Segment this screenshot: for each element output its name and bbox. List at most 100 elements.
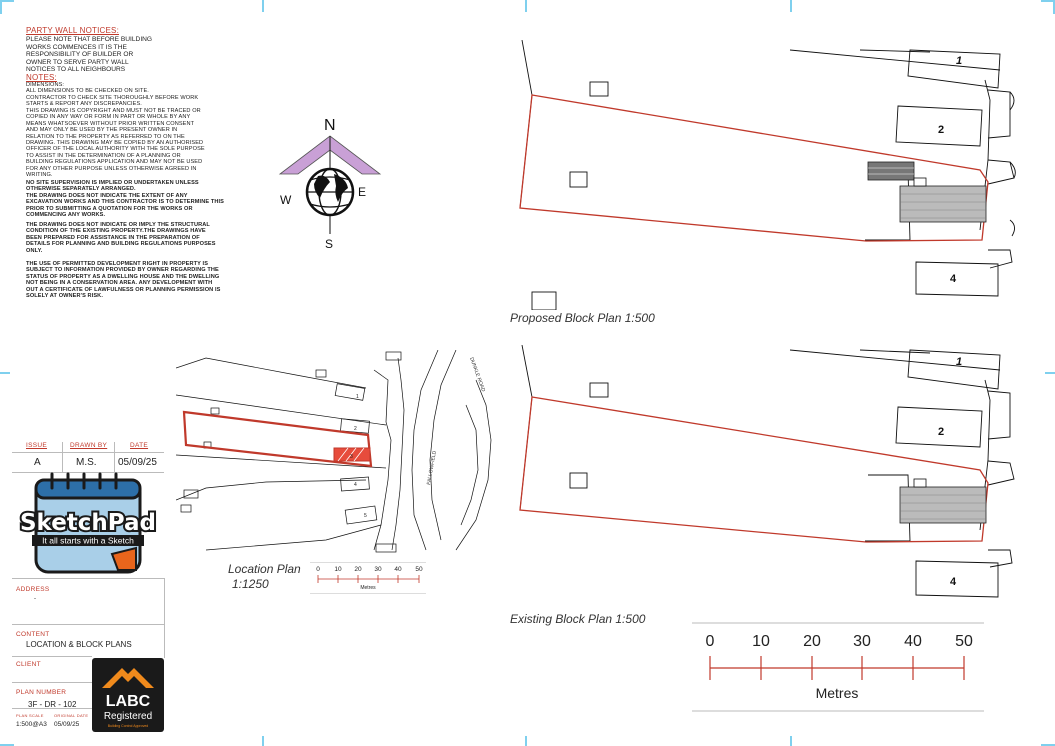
- existing-plot-label-2: 2: [938, 426, 944, 438]
- notes-dimensions: DIMENSIONS: ALL DIMENSIONS TO BE CHECKED…: [26, 82, 199, 108]
- proposed-plot-boundary: [519, 94, 989, 242]
- address-label: ADDRESS: [16, 586, 50, 593]
- caption-location-scale: 1:1250: [232, 577, 269, 591]
- address-value: -: [34, 596, 36, 602]
- labc-small: Building Control Approved: [108, 724, 149, 728]
- frame-tick: [1041, 0, 1055, 2]
- frame-tick: [525, 736, 527, 746]
- issue-value: A: [34, 457, 41, 468]
- plot-1-building: [907, 49, 1001, 89]
- scale-bar-large-frame: [692, 622, 984, 712]
- existing-plot-4-building: [915, 560, 999, 598]
- scale-bar-small-frame: [310, 562, 426, 594]
- plan-scale-label: PLAN SCALE: [16, 713, 44, 718]
- plot-label-2: 2: [938, 124, 944, 136]
- plan-number-value: 3F - DR - 102: [28, 700, 77, 709]
- existing-dwelling-hatched: [899, 185, 987, 223]
- content-value: LOCATION & BLOCK PLANS: [26, 640, 132, 649]
- caption-existing: Existing Block Plan 1:500: [510, 612, 646, 626]
- location-house-2: 2: [354, 426, 357, 432]
- scale-large-tick-0: 0: [706, 633, 715, 650]
- scale-small-tick-30: 30: [374, 566, 382, 573]
- date-value: 05/09/25: [118, 457, 157, 468]
- notes-copyright: THIS DRAWING IS COPYRIGHT AND MUST NOT B…: [26, 108, 205, 179]
- location-house-1: 1: [356, 394, 359, 400]
- existing-plot-label-1: 1: [956, 356, 962, 368]
- party-wall-heading: PARTY WALL NOTICES:: [26, 26, 120, 35]
- scale-small-unit: Metres: [360, 585, 376, 591]
- sketchpad-logo: SketchPad It all starts with a Sketch: [18, 472, 158, 574]
- title-block: [12, 382, 165, 732]
- drawn-by-label: DRAWN BY: [70, 442, 108, 449]
- scale-small-tick-40: 40: [394, 566, 402, 573]
- location-site-boundary: [182, 410, 373, 468]
- proposed-block-plan: 1 2 4: [519, 40, 1016, 310]
- scale-large-unit: Metres: [816, 685, 859, 701]
- date-label: DATE: [130, 442, 149, 449]
- scale-large-tick-30: 30: [853, 633, 871, 650]
- frame-tick: [525, 0, 527, 12]
- issue-label: ISSUE: [26, 442, 48, 449]
- scale-small-tick-20: 20: [354, 566, 362, 573]
- location-house-4: 4: [354, 482, 357, 488]
- notes-structural: THE DRAWING DOES NOT INDICATE OR IMPLY T…: [26, 222, 216, 254]
- existing-dwelling-hatched: [899, 486, 987, 524]
- compass-rose: N S W E: [278, 117, 382, 251]
- frame-tick: [1045, 372, 1055, 374]
- road-label-dunkle: DUNKLE ROAD: [468, 357, 486, 393]
- logo-tagline: It all starts with a Sketch: [42, 536, 134, 546]
- location-house-5: 5: [364, 513, 367, 519]
- frame-tick: [262, 736, 264, 746]
- scale-large-tick-10: 10: [752, 633, 770, 650]
- content-label: CONTENT: [16, 631, 50, 638]
- caption-proposed: Proposed Block Plan 1:500: [510, 311, 655, 325]
- existing-block-plan: 1 2 4: [519, 345, 1015, 598]
- frame-tick: [0, 372, 10, 374]
- compass-e: E: [358, 185, 366, 199]
- labc-registered: Registered: [104, 711, 152, 722]
- client-label: CLIENT: [16, 661, 41, 668]
- compass-n: N: [324, 117, 336, 134]
- frame-tick: [262, 0, 264, 12]
- caption-location: Location Plan: [228, 562, 301, 576]
- scale-large-tick-50: 50: [955, 633, 973, 650]
- compass-s: S: [325, 237, 333, 251]
- drawn-by-value: M.S.: [76, 457, 97, 468]
- existing-plot-2-building: [895, 406, 983, 448]
- location-plan: DUNKLE ROAD FALLOWFIELD 1 2 3 4 5: [176, 350, 492, 553]
- scale-small-tick-10: 10: [334, 566, 342, 573]
- frame-tick: [0, 0, 14, 2]
- logo-name: SketchPad: [20, 510, 156, 536]
- plan-number-label: PLAN NUMBER: [16, 689, 67, 696]
- labc-name: LABC: [106, 693, 151, 710]
- plot-2-building: [895, 105, 983, 147]
- plot-4-building: [915, 261, 999, 297]
- plot-label-4: 4: [950, 273, 957, 285]
- notes-permitted: THE USE OF PERMITTED DEVELOPMENT RIGHT I…: [26, 261, 221, 300]
- frame-tick: [0, 0, 2, 14]
- plan-scale-value: 1:500@A3: [16, 721, 47, 728]
- original-date-value: 05/09/25: [54, 721, 80, 728]
- frame-tick: [1041, 744, 1055, 746]
- existing-plot-boundary: [519, 396, 989, 543]
- plot-label-1: 1: [956, 55, 962, 67]
- scale-large-tick-40: 40: [904, 633, 922, 650]
- labc-logo: LABC Registered Building Control Approve…: [92, 658, 164, 732]
- scale-small-tick-0: 0: [316, 566, 320, 573]
- location-house-3: 3: [350, 454, 353, 460]
- frame-tick: [1053, 0, 1055, 14]
- notes-heading: NOTES:: [26, 73, 57, 82]
- proposed-extension: [867, 161, 915, 181]
- scale-bar-large: 0 10 20 30 40 50 Metres: [706, 633, 973, 701]
- road-label-fallowfield: FALLOWFIELD: [426, 450, 438, 485]
- compass-w: W: [280, 193, 292, 207]
- frame-tick: [0, 744, 14, 746]
- frame-tick: [790, 736, 792, 746]
- pencil-icon: [110, 546, 137, 571]
- existing-plot-1-building: [907, 349, 1001, 390]
- party-wall-text: PLEASE NOTE THAT BEFORE BUILDING WORKS C…: [26, 36, 153, 74]
- labc-roof-icon: [102, 668, 154, 688]
- existing-plot-label-4: 4: [950, 576, 957, 588]
- scale-small-tick-50: 50: [415, 566, 423, 573]
- original-date-label: ORIGINAL DATE: [54, 713, 89, 718]
